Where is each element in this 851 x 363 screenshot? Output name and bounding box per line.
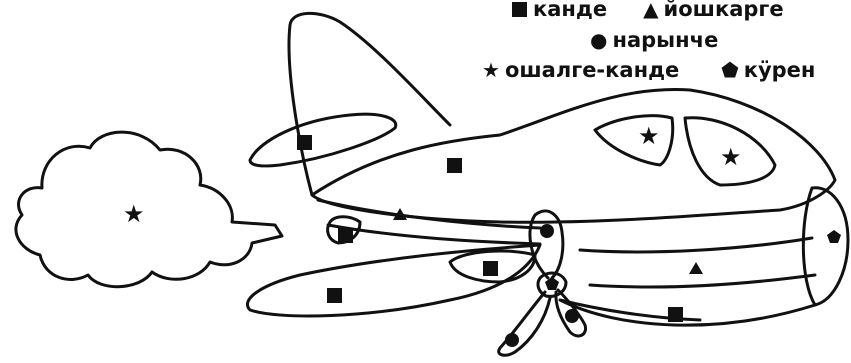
wing-root-square-icon <box>338 228 353 243</box>
legend-label: йошкарге <box>663 0 784 21</box>
left-wing-square-icon <box>327 288 342 303</box>
wing-root-outline <box>326 215 362 245</box>
legend-item-circle: ● нарынче <box>590 28 718 52</box>
pentagon-icon: ⬟ <box>721 58 739 82</box>
legend-item-pentagon: ⬟ кӱрен <box>721 58 815 82</box>
square-icon <box>512 1 527 17</box>
left-wing-outline <box>246 243 542 318</box>
fuselage-outline <box>310 87 837 224</box>
legend-row-3: ★ ошалге-канде ⬟ кӱрен <box>482 58 815 82</box>
stabilizer-square-icon <box>297 135 312 150</box>
lower-stripe-triangle-icon <box>689 262 703 274</box>
window-right-star-icon: ★ <box>720 143 742 171</box>
legend-item-triangle: ▲ йошкарге <box>643 0 784 21</box>
propeller-left-circle-icon <box>505 333 519 347</box>
cockpit-window-left-outline <box>593 114 675 167</box>
nose-cone-outline <box>801 186 850 307</box>
fuselage-stripe-outline <box>316 198 542 246</box>
propeller-hub-pentagon-icon <box>545 277 559 290</box>
propeller-blade-bottom-left-outline <box>497 290 552 357</box>
legend-item-star: ★ ошалге-канде <box>482 58 679 82</box>
circle-icon: ● <box>590 28 608 52</box>
legend-label: канде <box>533 0 608 21</box>
legend-label: нарынче <box>612 28 719 52</box>
window-left-star-icon: ★ <box>638 122 660 150</box>
propeller-top-circle-icon <box>540 224 554 238</box>
triangle-icon: ▲ <box>643 0 659 21</box>
belly-outline <box>558 298 817 327</box>
cloud-outline <box>14 130 284 289</box>
propeller-hub-outline <box>536 271 568 298</box>
fuselage-stripe-triangle-icon <box>393 208 407 220</box>
propeller-blade-right-outline <box>554 288 588 338</box>
legend-label: кӱрен <box>743 58 816 82</box>
tail-fin-outline <box>287 11 452 197</box>
belly-square-icon <box>668 307 683 322</box>
legend-row-1: канде ▲ йошкарге <box>512 0 784 21</box>
propeller-right-circle-icon <box>565 309 579 323</box>
legend-label: ошалге-канде <box>504 58 680 82</box>
legend-item-square: канде <box>512 0 607 21</box>
propeller-blade-top-outline <box>528 209 565 280</box>
nose-pentagon-icon <box>827 230 841 243</box>
cloud-star-icon: ★ <box>123 200 145 228</box>
small-patch-square-icon <box>483 261 498 276</box>
star-icon: ★ <box>482 58 500 82</box>
small-wing-patch-outline <box>448 249 537 284</box>
cockpit-window-right-outline <box>683 116 777 187</box>
legend-row-2: ● нарынче <box>590 28 718 52</box>
tail-stabilizer-outline <box>248 112 398 168</box>
lower-stripe-outline <box>578 236 817 289</box>
fuselage-square-icon <box>447 158 462 173</box>
